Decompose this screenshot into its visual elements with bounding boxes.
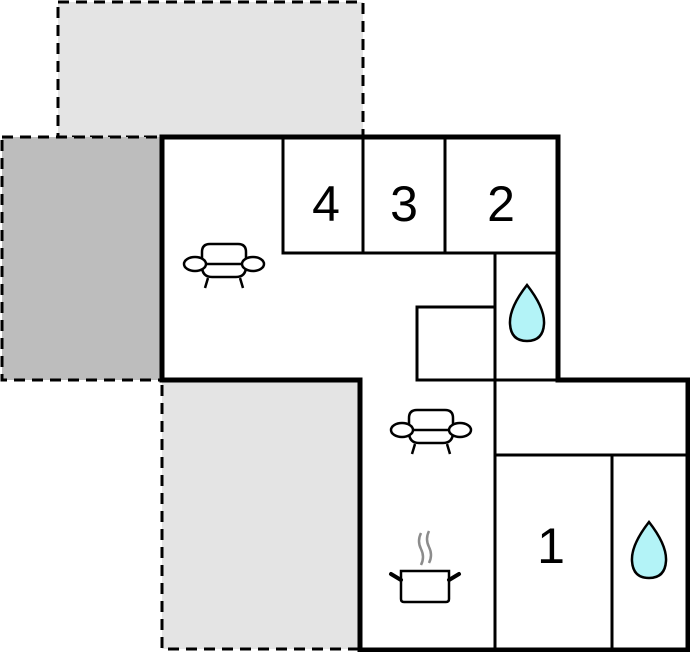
terrace-top — [56, 0, 365, 139]
water-drop-icon — [508, 282, 546, 343]
room-label-4: 4 — [312, 176, 340, 232]
terrace-bottom-left — [160, 378, 362, 651]
water-drop-icon — [630, 519, 668, 580]
sofa-icon — [389, 408, 473, 455]
sofa-icon — [182, 242, 266, 289]
exterior-walls — [159, 134, 690, 652]
cooking-pot-icon — [389, 530, 461, 604]
room-label-1: 1 — [537, 518, 565, 574]
room-label-3: 3 — [390, 176, 418, 232]
room-label-2: 2 — [487, 176, 515, 232]
terrace-left — [0, 135, 164, 382]
